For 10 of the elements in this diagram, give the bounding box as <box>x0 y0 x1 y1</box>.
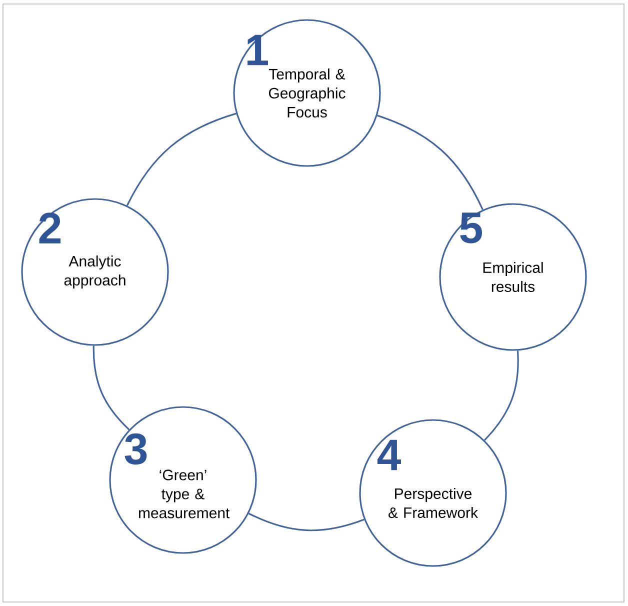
ring-arc <box>92 346 130 430</box>
number-label: 5 <box>460 212 482 244</box>
number-label: 3 <box>124 433 147 465</box>
number-label: 2 <box>39 212 60 244</box>
ring-arc <box>484 350 519 441</box>
number-label: 4 <box>377 440 401 470</box>
ring-arc <box>377 114 484 210</box>
ring-arc <box>248 512 364 532</box>
ring-arc <box>126 112 236 206</box>
number-label: 1 <box>248 34 268 66</box>
